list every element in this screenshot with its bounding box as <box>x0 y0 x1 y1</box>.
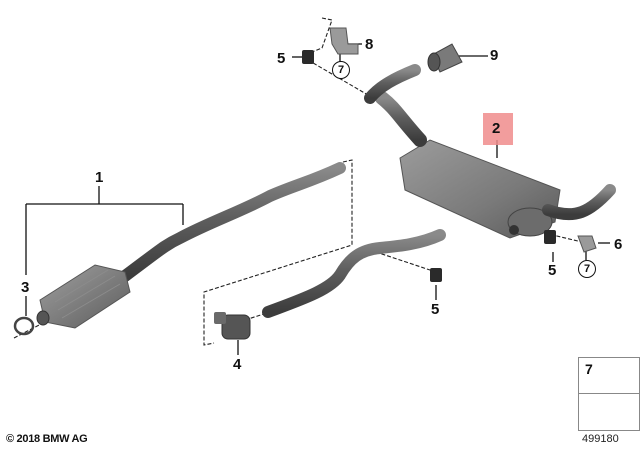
callout-7-upper[interactable]: 7 <box>332 61 350 79</box>
rubber-mount <box>302 50 314 64</box>
catalytic-converter <box>36 264 131 329</box>
pipe-clamp <box>214 312 251 340</box>
legend-part-number: 7 <box>585 361 593 377</box>
rubber-mount <box>544 230 556 244</box>
callout-8[interactable]: 8 <box>365 36 374 53</box>
bracket-front <box>329 27 359 55</box>
copyright-notice: © 2018 BMW AG <box>6 433 88 445</box>
tailpipe-trim <box>427 43 463 73</box>
tailpipe <box>542 184 616 221</box>
callout-5-upper[interactable]: 5 <box>277 50 286 67</box>
mid-pipe <box>262 229 446 318</box>
callout-7-right[interactable]: 7 <box>578 260 596 278</box>
legend-divider <box>579 393 639 394</box>
rubber-mount <box>430 268 442 282</box>
callout-5-middle[interactable]: 5 <box>431 301 440 318</box>
callout-1[interactable]: 1 <box>95 169 104 186</box>
leader-lines <box>25 43 610 355</box>
fastener-legend: 7 <box>578 357 640 431</box>
upper-pipe <box>375 91 427 147</box>
callout-5-right[interactable]: 5 <box>548 262 557 279</box>
callout-6[interactable]: 6 <box>614 236 623 253</box>
bracket-rear <box>577 235 597 253</box>
part-2-highlight <box>483 113 513 145</box>
diagram-id: 499180 <box>582 433 619 445</box>
clamp-ring <box>13 316 35 336</box>
front-pipe <box>119 162 346 282</box>
callout-9[interactable]: 9 <box>490 47 499 64</box>
upper-pipe-end <box>364 64 421 104</box>
callout-2[interactable]: 2 <box>492 120 501 137</box>
callout-4[interactable]: 4 <box>233 356 242 373</box>
rear-silencer <box>399 139 561 239</box>
callout-3[interactable]: 3 <box>21 279 30 296</box>
